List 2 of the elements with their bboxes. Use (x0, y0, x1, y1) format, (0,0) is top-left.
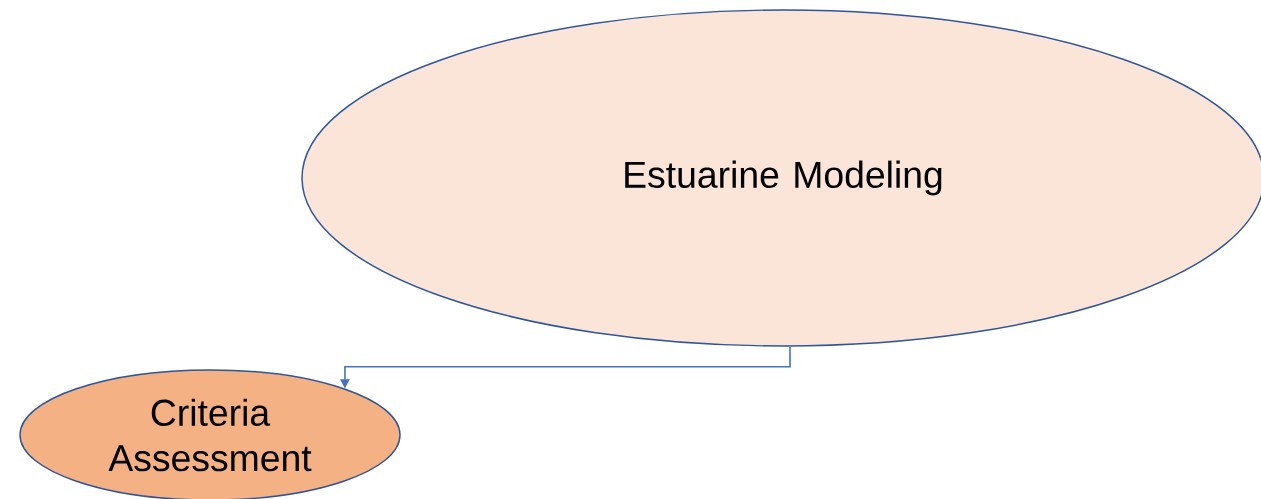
ellipse-node: Criteria Assessment (19, 369, 401, 499)
ellipse-node: Estuarine Modeling (301, 9, 1261, 347)
